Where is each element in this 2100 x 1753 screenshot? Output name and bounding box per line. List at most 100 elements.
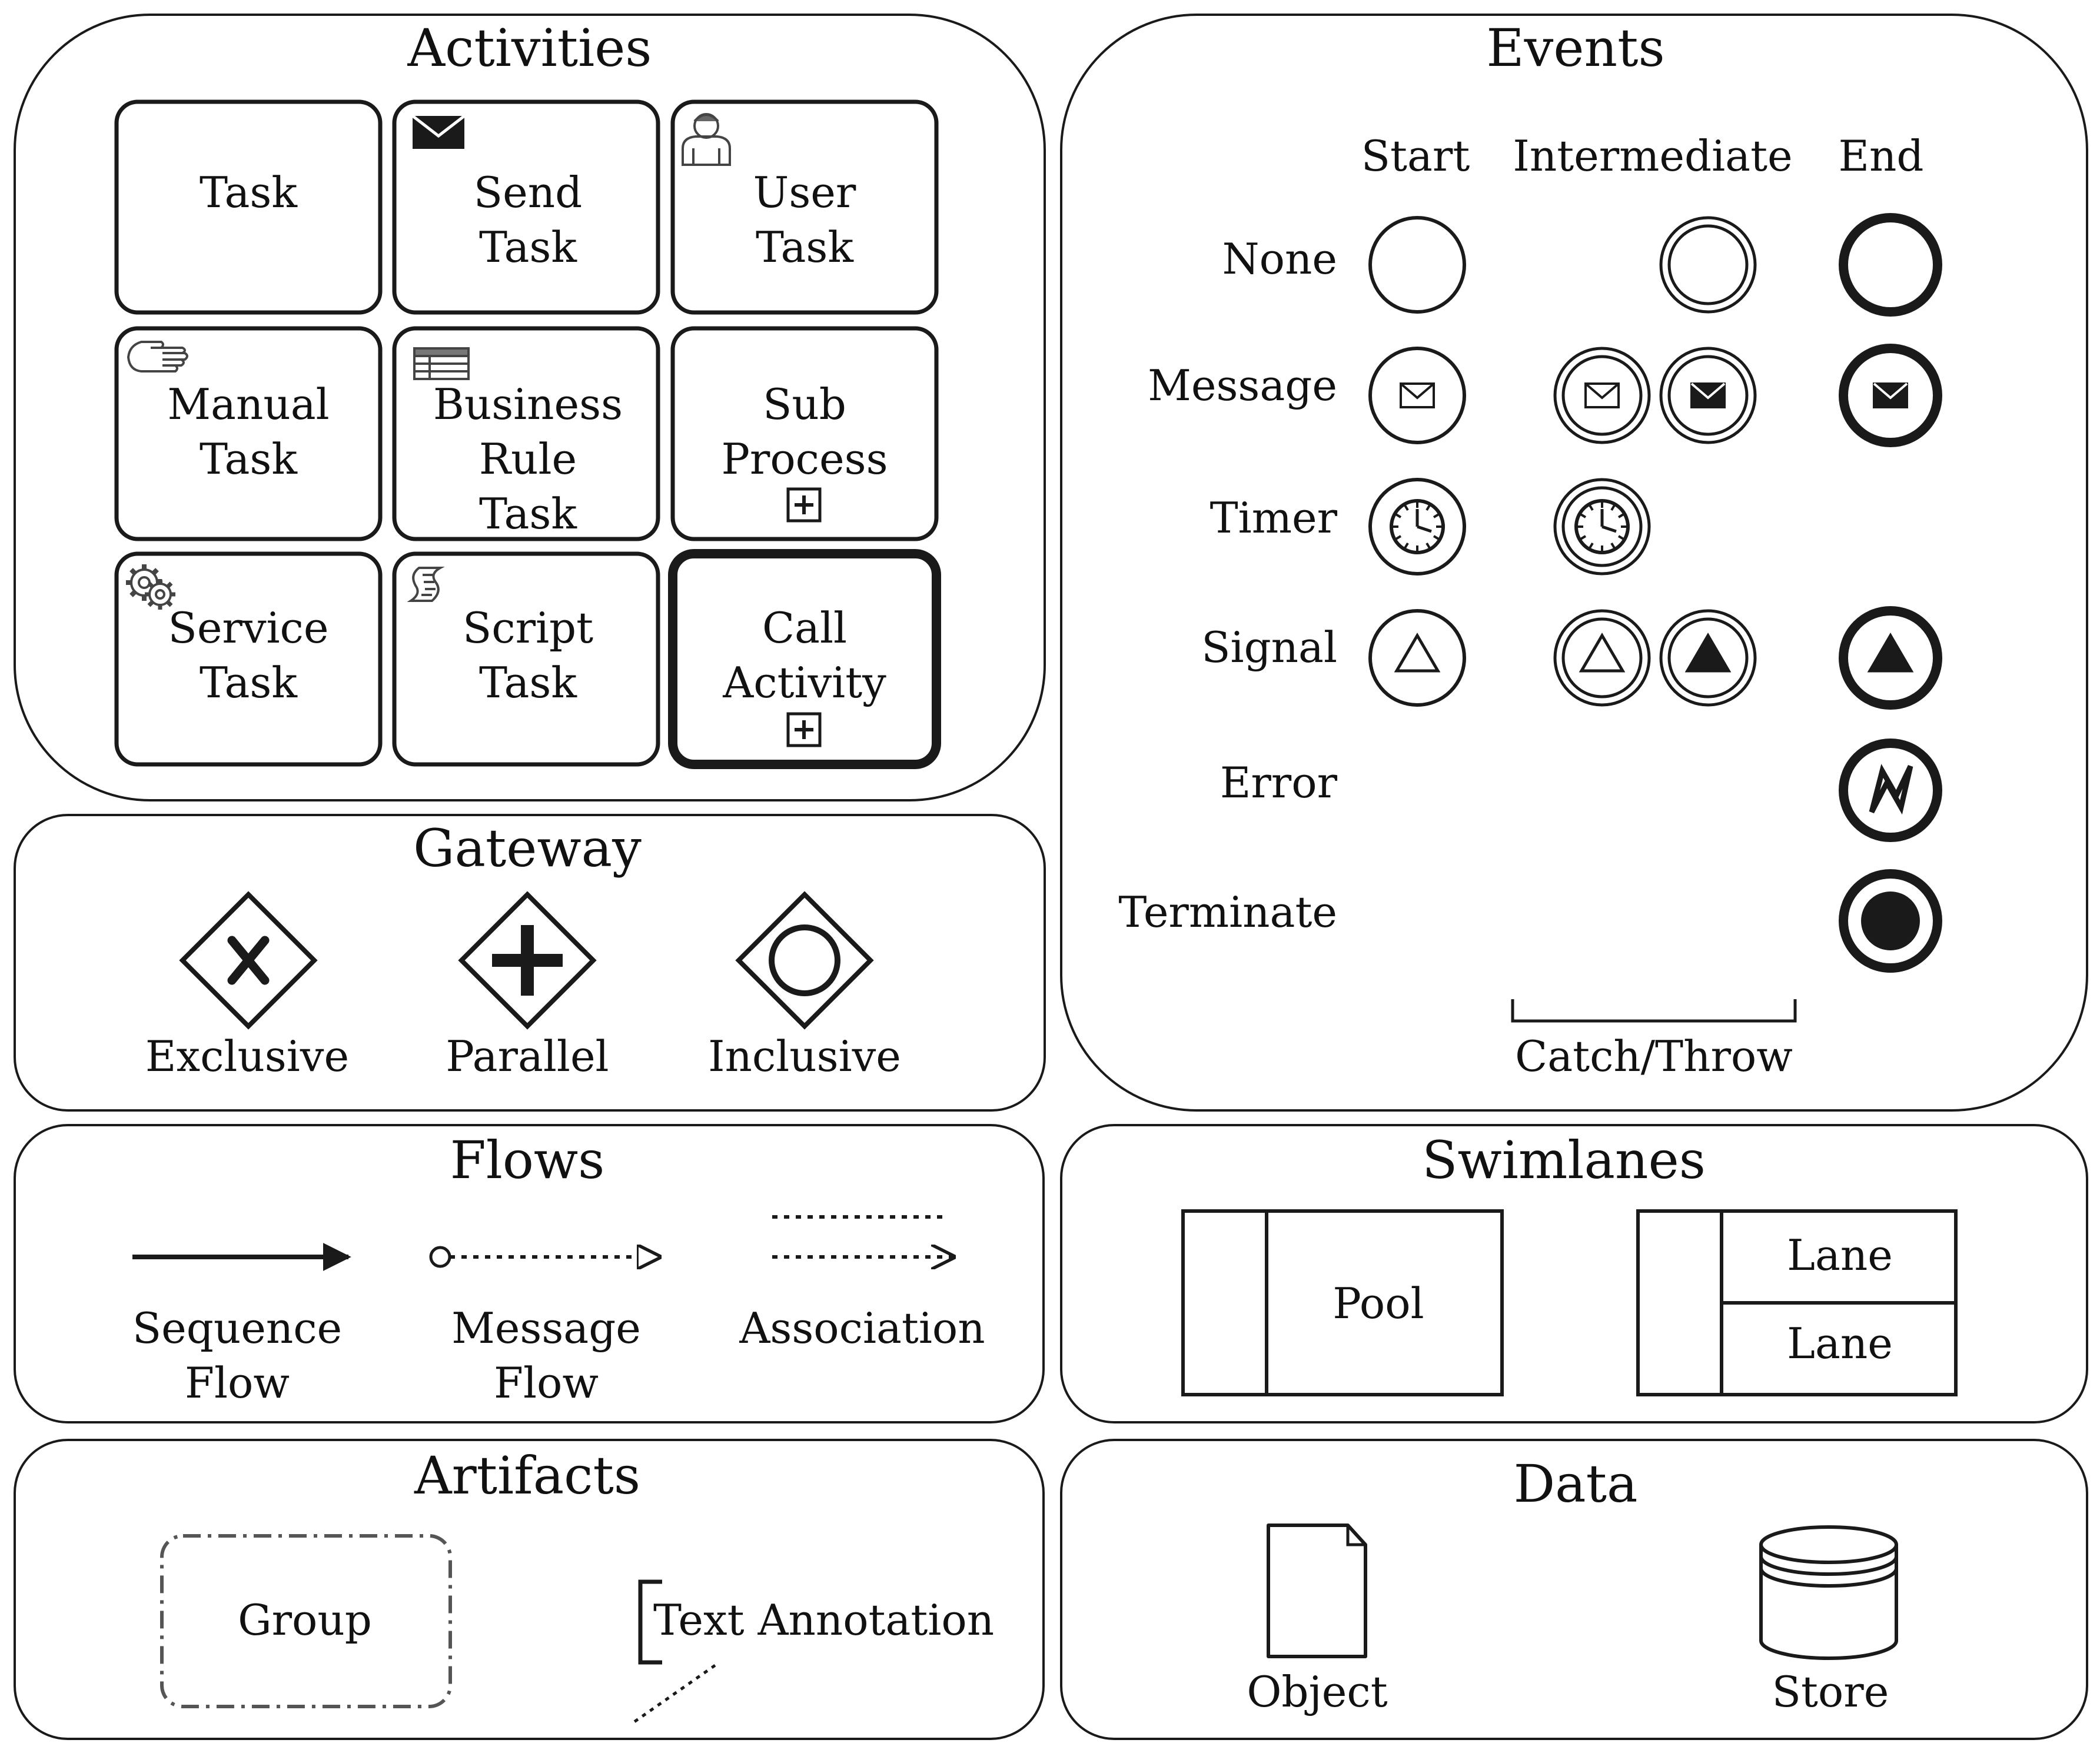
data-object-label: Object bbox=[1247, 1667, 1387, 1717]
start-signal-event-icon bbox=[1368, 609, 1466, 707]
end-terminate-event-icon bbox=[1839, 869, 1942, 973]
events-col-intermediate: Intermediate bbox=[1513, 131, 1792, 181]
user-icon bbox=[682, 113, 731, 166]
script-task-label-line2: Task bbox=[479, 658, 577, 707]
flows-title: Flows bbox=[450, 1130, 605, 1190]
catch-throw-bracket bbox=[1511, 999, 1797, 1023]
intermediate-message-throw-event-icon bbox=[1659, 347, 1757, 444]
script-task-box: Script Task bbox=[392, 551, 660, 767]
envelope-icon bbox=[411, 115, 466, 149]
message-flow-label-line1: Message bbox=[451, 1303, 641, 1353]
events-row-terminate: Terminate bbox=[1118, 887, 1337, 937]
message-flow-arrow bbox=[429, 1248, 659, 1266]
activities-title: Activities bbox=[407, 18, 652, 78]
group-label: Group bbox=[238, 1595, 372, 1645]
end-error-event-icon bbox=[1839, 739, 1942, 842]
task-box: Task bbox=[114, 99, 383, 315]
association-lines bbox=[772, 1215, 953, 1257]
data-store-label: Store bbox=[1772, 1667, 1889, 1717]
plus-marker-icon bbox=[786, 712, 822, 747]
call-activity-label-line1: Call bbox=[762, 603, 847, 653]
script-icon bbox=[407, 567, 445, 602]
sequence-flow-label-line1: Sequence bbox=[132, 1303, 342, 1353]
start-timer-event-icon bbox=[1368, 478, 1466, 576]
events-row-timer: Timer bbox=[1210, 493, 1338, 543]
artifacts-title: Artifacts bbox=[414, 1445, 640, 1506]
gateway-panel: Gateway Exclusive Parallel Inclusive bbox=[14, 814, 1046, 1112]
send-task-label-line2: Task bbox=[479, 222, 577, 272]
lane-label-bottom: Lane bbox=[1787, 1319, 1893, 1368]
business-rule-task-label-line1: Business bbox=[433, 380, 623, 429]
parallel-label: Parallel bbox=[446, 1032, 609, 1081]
business-rule-task-box: Business Rule Task bbox=[392, 326, 660, 541]
data-object-icon bbox=[1267, 1524, 1367, 1658]
user-task-label-line1: User bbox=[753, 168, 856, 217]
events-row-message: Message bbox=[1148, 361, 1337, 410]
events-col-start: Start bbox=[1361, 131, 1470, 181]
service-task-box: Service Task bbox=[114, 551, 383, 767]
end-signal-event-icon bbox=[1839, 606, 1942, 710]
sub-process-box: Sub Process bbox=[670, 326, 939, 541]
service-task-label-line2: Task bbox=[200, 658, 298, 707]
lanes-shape bbox=[1636, 1209, 1958, 1396]
gateway-title: Gateway bbox=[413, 818, 642, 879]
swimlanes-panel: Swimlanes Pool Lane Lane bbox=[1060, 1124, 2088, 1423]
intermediate-signal-catch-event-icon bbox=[1553, 609, 1651, 707]
script-task-label-line1: Script bbox=[463, 603, 593, 653]
business-rule-task-label-line3: Task bbox=[479, 489, 577, 538]
start-none-event-icon bbox=[1368, 216, 1466, 314]
sub-process-label-line1: Sub bbox=[763, 380, 846, 429]
manual-task-box: Manual Task bbox=[114, 326, 383, 541]
parallel-gateway-icon bbox=[458, 891, 597, 1030]
intermediate-signal-throw-event-icon bbox=[1659, 609, 1757, 707]
swimlanes-title: Swimlanes bbox=[1422, 1130, 1706, 1190]
end-none-event-icon bbox=[1839, 213, 1942, 317]
intermediate-message-catch-event-icon bbox=[1553, 347, 1651, 444]
message-flow-label-line2: Flow bbox=[494, 1358, 599, 1408]
send-task-box: Send Task bbox=[392, 99, 660, 315]
events-col-end: End bbox=[1838, 131, 1923, 181]
manual-task-label-line1: Manual bbox=[167, 380, 329, 429]
exclusive-label: Exclusive bbox=[145, 1032, 349, 1081]
hand-icon bbox=[127, 341, 188, 372]
events-row-none: None bbox=[1222, 234, 1337, 284]
pool-shape bbox=[1181, 1209, 1504, 1396]
events-title: Events bbox=[1486, 18, 1664, 78]
data-panel: Data Object Store bbox=[1060, 1439, 2088, 1740]
sequence-flow-label-line2: Flow bbox=[185, 1358, 290, 1408]
start-message-event-icon bbox=[1368, 347, 1466, 444]
activities-panel: Activities Task Send Task User bbox=[14, 14, 1046, 801]
user-task-box: User Task bbox=[670, 99, 939, 315]
inclusive-label: Inclusive bbox=[708, 1032, 901, 1081]
sub-process-label-line2: Process bbox=[721, 434, 888, 484]
user-task-label-line2: Task bbox=[756, 222, 854, 272]
events-panel: Events Start Intermediate End None Messa… bbox=[1060, 14, 2088, 1112]
pool-label: Pool bbox=[1333, 1279, 1424, 1328]
catch-throw-label: Catch/Throw bbox=[1515, 1032, 1793, 1081]
text-annotation-label: Text Annotation bbox=[653, 1595, 994, 1645]
gear-icon bbox=[126, 564, 175, 610]
table-icon bbox=[413, 347, 470, 380]
annotation-association-line bbox=[630, 1664, 716, 1726]
inclusive-gateway-icon bbox=[735, 891, 874, 1030]
end-message-event-icon bbox=[1839, 344, 1942, 447]
call-activity-label-line2: Activity bbox=[722, 658, 886, 707]
plus-marker-icon bbox=[786, 487, 822, 523]
data-title: Data bbox=[1514, 1453, 1638, 1514]
intermediate-none-event-icon bbox=[1659, 216, 1757, 314]
artifacts-panel: Artifacts Group Text Annotation bbox=[14, 1439, 1045, 1740]
flows-panel: Flows Sequence Flow Message Flow Associa… bbox=[14, 1124, 1045, 1423]
lane-label-top: Lane bbox=[1787, 1230, 1893, 1280]
group-shape bbox=[160, 1534, 452, 1708]
events-row-error: Error bbox=[1220, 758, 1338, 807]
intermediate-timer-event-icon bbox=[1553, 478, 1651, 576]
call-activity-box: Call Activity bbox=[668, 549, 941, 769]
text-annotation-bracket bbox=[638, 1579, 662, 1665]
business-rule-task-label-line2: Rule bbox=[479, 434, 577, 484]
events-row-signal: Signal bbox=[1201, 623, 1337, 672]
service-task-label-line1: Service bbox=[168, 603, 329, 653]
association-label: Association bbox=[739, 1303, 985, 1353]
send-task-label-line1: Send bbox=[474, 168, 582, 217]
data-store-icon bbox=[1759, 1525, 1898, 1660]
